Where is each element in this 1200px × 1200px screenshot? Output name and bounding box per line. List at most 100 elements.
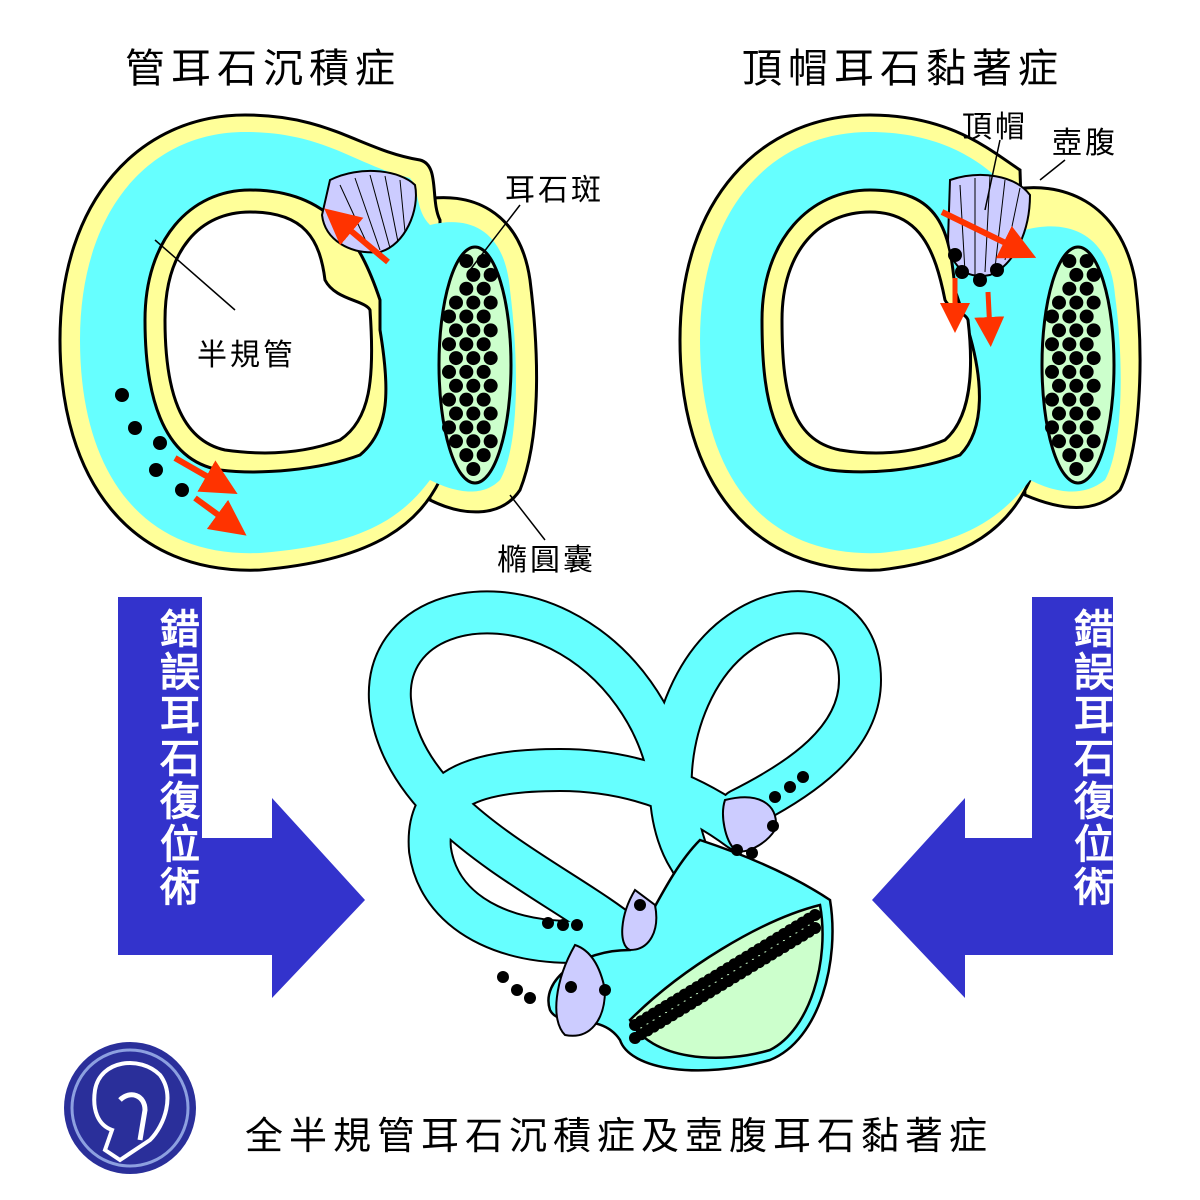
otoconium	[1086, 434, 1101, 449]
otoconium	[459, 392, 474, 407]
otoconium	[449, 323, 463, 338]
otoconium	[1069, 267, 1084, 282]
otoconium	[1079, 392, 1094, 407]
otoconium	[459, 420, 474, 435]
otoconium	[459, 337, 474, 352]
otoconium	[1062, 392, 1077, 407]
otoconium	[466, 462, 481, 476]
otoconium	[449, 351, 463, 366]
title-right: 頂帽耳石黏著症	[742, 46, 1064, 92]
title-bottom: 全半規管耳石沉積症及壺腹耳石黏著症	[245, 1114, 994, 1158]
otoconium	[1069, 462, 1084, 476]
otoconium	[1045, 337, 1059, 352]
left-blue-arrow	[118, 597, 365, 998]
otoconium	[1079, 364, 1094, 379]
otoconium	[1086, 406, 1101, 421]
otoconium	[1052, 434, 1066, 449]
label-otolith-macula: 耳石斑	[505, 173, 604, 208]
left-otoconia	[442, 254, 498, 476]
otoconium	[1086, 295, 1101, 310]
otoconium	[1079, 254, 1094, 268]
otoconium	[476, 254, 491, 268]
label-cupula: 頂帽	[962, 110, 1028, 145]
right-down-arrow-2	[974, 291, 1005, 347]
otoconium	[442, 337, 456, 352]
otoconium	[1086, 351, 1101, 366]
otoconium	[483, 267, 498, 282]
otoconium	[1069, 351, 1084, 366]
title-left: 管耳石沉積症	[125, 46, 401, 92]
leader-ampulla	[1039, 159, 1066, 181]
otoconium	[476, 448, 491, 463]
left-cupula-arrow	[324, 208, 390, 265]
otoconium	[466, 351, 481, 366]
otoconium	[466, 267, 481, 282]
otoconium	[459, 254, 474, 268]
otoconium	[442, 420, 456, 435]
right-otoconia	[1045, 254, 1101, 476]
hospital-logo	[64, 1042, 196, 1174]
otoconium	[466, 323, 481, 338]
otoconium	[1069, 434, 1084, 449]
otoconium	[1086, 267, 1101, 282]
otoconium	[466, 378, 481, 393]
otoconium	[449, 295, 463, 310]
right-canal-lumen	[780, 210, 973, 455]
otoconium	[1062, 364, 1077, 379]
otoconium	[809, 909, 821, 921]
otoconium	[466, 434, 481, 449]
otoconium	[1052, 351, 1066, 366]
otoconium	[476, 364, 491, 379]
left-arrow-text: 錯誤耳石復位術	[153, 608, 199, 909]
otoconium	[1086, 378, 1101, 393]
otoconium	[1062, 337, 1077, 352]
otoconium	[442, 392, 456, 407]
leader-cupula	[984, 139, 1001, 211]
otoconium	[1069, 406, 1084, 421]
otoconium	[1052, 323, 1066, 338]
labyrinth-diagram	[367, 590, 882, 1072]
otoconium	[476, 309, 491, 324]
left-motion-arrow-1	[173, 455, 238, 494]
otoconium	[1052, 295, 1066, 310]
otoconium	[483, 351, 498, 366]
otoconium	[459, 364, 474, 379]
otoconium	[476, 281, 491, 296]
otoconium	[1069, 323, 1084, 338]
leader-canal	[154, 239, 236, 311]
leader-utricle	[509, 494, 546, 541]
otoconium	[1079, 281, 1094, 296]
otoconium	[809, 922, 821, 934]
left-motion-arrow-2	[193, 495, 247, 536]
left-canal-lumen	[163, 210, 374, 455]
otoconium	[459, 309, 474, 324]
otoconium	[449, 406, 463, 421]
otoconium	[1079, 420, 1094, 435]
otoconium	[476, 392, 491, 407]
otoconium	[483, 323, 498, 338]
right-cupula-otoconia	[948, 248, 1004, 287]
otoconium	[1045, 392, 1059, 407]
otoconium	[466, 295, 481, 310]
otoconium	[459, 281, 474, 296]
otoconium	[1062, 281, 1077, 296]
otoconium	[1045, 420, 1059, 435]
otoconium	[1045, 364, 1059, 379]
otoconium	[483, 406, 498, 421]
label-utricle: 橢圓囊	[497, 543, 596, 578]
otoconium	[1062, 254, 1077, 268]
label-ampulla: 壺腹	[1052, 126, 1118, 161]
right-canal-diagram	[678, 113, 1142, 572]
otoconium	[476, 337, 491, 352]
otoconium	[449, 378, 463, 393]
otoconium	[1079, 337, 1094, 352]
labyrinth-otoconia	[629, 909, 821, 1044]
otoconium	[1079, 309, 1094, 324]
otoconium	[459, 448, 474, 463]
right-blue-arrow	[872, 597, 1113, 998]
labyrinth-cupulae	[555, 796, 777, 1037]
otoconium	[483, 378, 498, 393]
right-cupula-arrow	[940, 209, 1037, 259]
